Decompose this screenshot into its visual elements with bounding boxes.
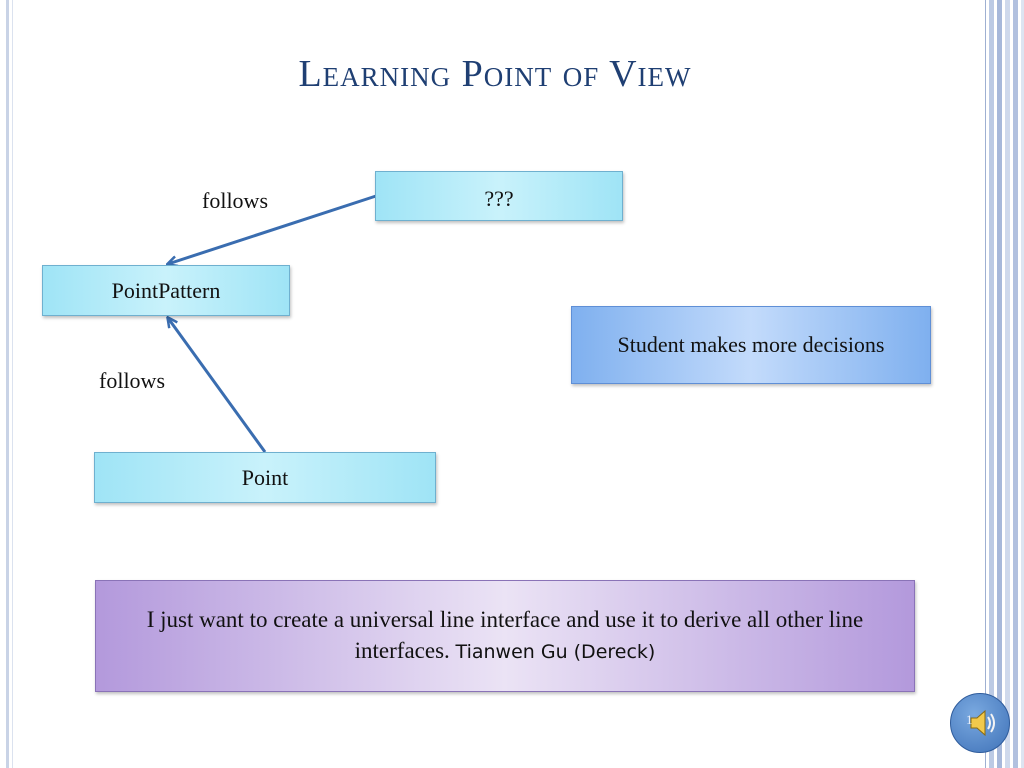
callout-text: Student makes more decisions [617,332,885,357]
node-point-label: Point [241,464,289,490]
edge-unknown-to-pointpattern [168,194,377,264]
quote-text: I just want to create a universal line i… [146,607,864,663]
node-pointpattern-label: PointPattern [111,277,221,303]
sound-button[interactable] [950,693,1010,753]
quote-content: I just want to create a universal line i… [116,604,894,668]
right-frame-stripe [1005,0,1010,768]
right-frame-stripe [997,0,1002,768]
page-number: 1 [966,712,973,727]
quote-box: I just want to create a universal line i… [95,580,915,692]
slide-title: Learning Point of View [298,53,692,95]
right-frame-stripe [985,0,986,768]
node-unknown: ??? [375,171,623,221]
right-frame-stripe [1013,0,1018,768]
edge-label-follows-top: follows [202,188,268,213]
edge-point-to-pointpattern [168,318,267,453]
node-pointpattern: PointPattern [42,265,290,316]
right-frame-stripe [989,0,994,768]
left-frame-line [6,0,9,768]
quote-author: Tianwen Gu (Dereck) [455,641,656,663]
node-point: Point [94,452,436,503]
left-frame-line-inner [12,0,13,768]
edge-label-follows-bottom: follows [99,368,165,393]
node-unknown-label: ??? [484,186,514,211]
callout-box: Student makes more decisions [571,306,931,384]
right-frame-stripe [1021,0,1024,768]
speaker-icon [970,709,995,737]
